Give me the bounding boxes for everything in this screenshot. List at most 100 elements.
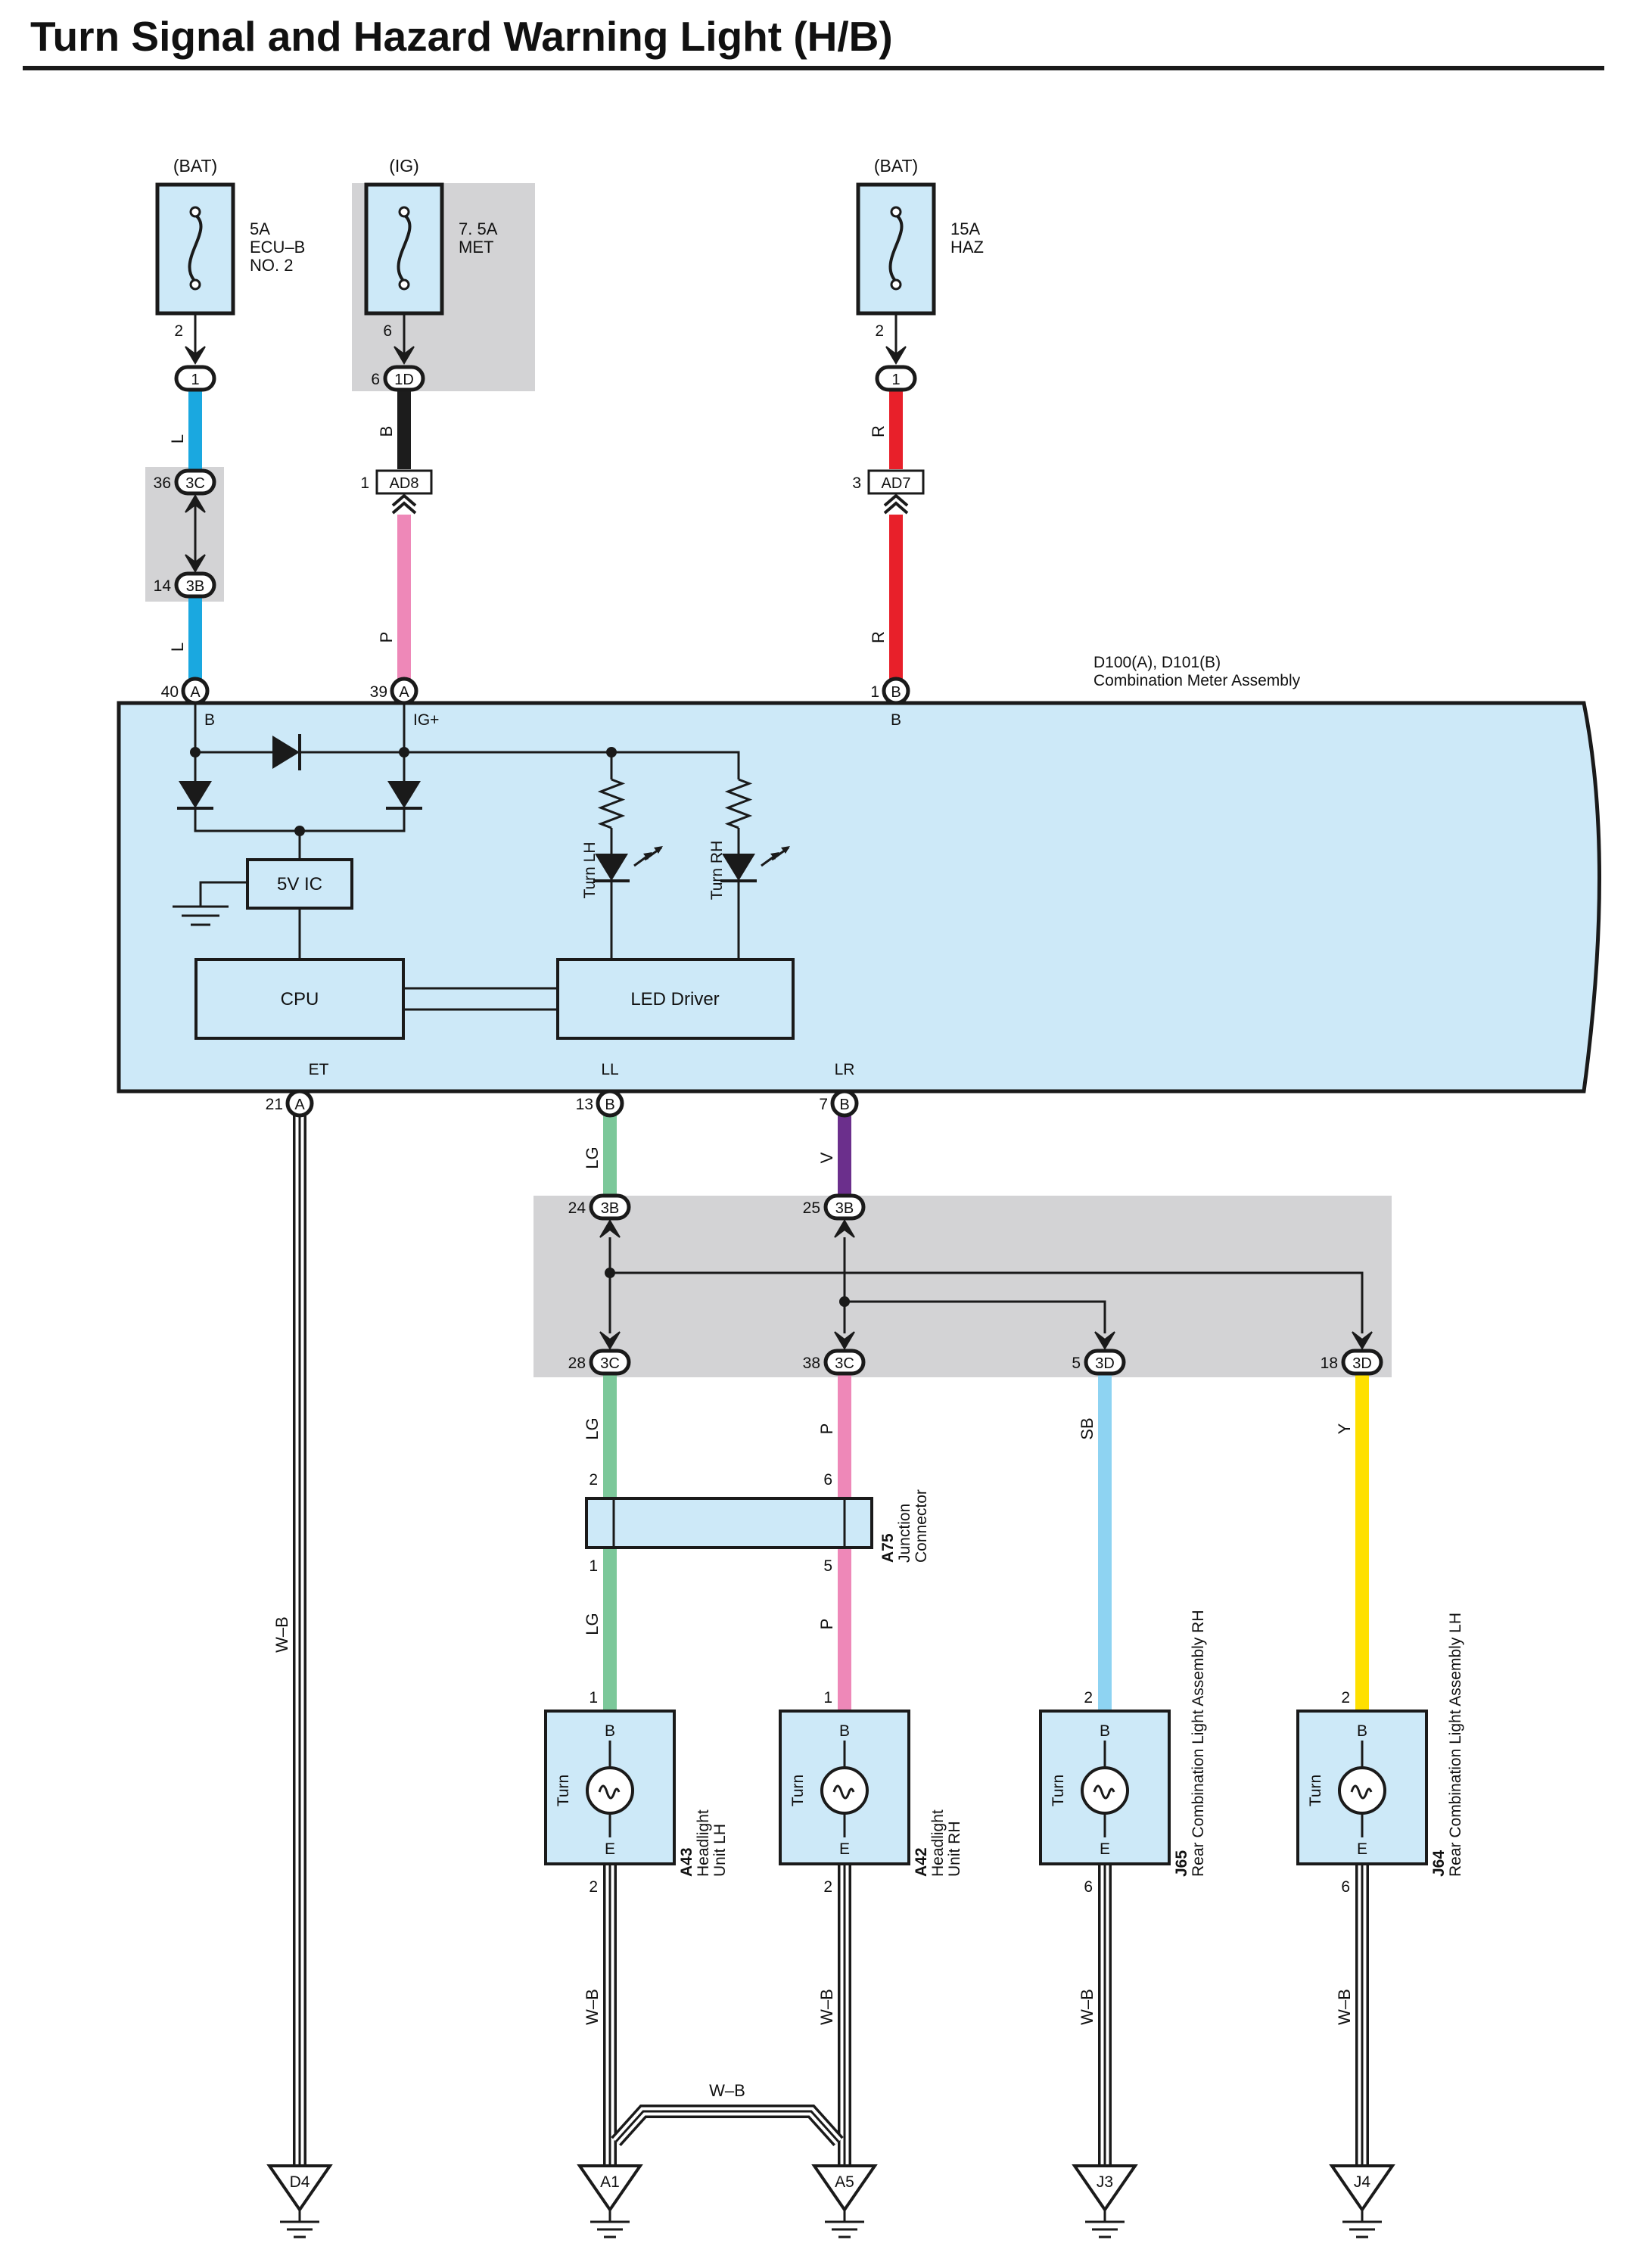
meter-bottom-pin-21	[285, 1089, 314, 1118]
junction-out-pin-2: 5	[1072, 1355, 1081, 1372]
page-title: Turn Signal and Hazard Warning Light (H/…	[30, 13, 893, 60]
meter-bottom-pin-label-0: ET	[309, 1061, 329, 1078]
meter-bottom-pin-label-2: LR	[835, 1061, 855, 1078]
wire-label-et: W–B	[272, 1616, 291, 1653]
junction-out-arrow-0	[599, 1331, 621, 1350]
junction-connector-name: Connector	[913, 1489, 930, 1563]
junction-out-arrow-1	[834, 1331, 855, 1350]
lamp-out-pin-1: 2	[823, 1878, 832, 1896]
meter-top-pin-40-code: A	[190, 684, 201, 701]
fuse-0-terminal	[189, 278, 201, 291]
chevron-ad8-1	[391, 501, 417, 515]
conn-ad7	[867, 469, 925, 495]
conn-3c-upper	[174, 468, 216, 496]
conn-3b-upper	[174, 571, 216, 599]
junction-in-pin-0: 24	[568, 1199, 586, 1217]
lamp-J64-name: Rear Combination Light Assembly LH	[1447, 1613, 1464, 1877]
fuse-name-0: ECU–B	[250, 238, 305, 257]
junction-in-25-code: 3B	[835, 1200, 854, 1217]
meter-bottom-pin-21-code: A	[294, 1097, 305, 1113]
junction-in-pin-1: 25	[803, 1199, 820, 1217]
fuse-0-terminal	[189, 206, 201, 218]
source-supply-0: (BAT)	[173, 156, 217, 176]
diode-b	[179, 781, 212, 808]
ground-J4	[1329, 2164, 1395, 2213]
lamp-J64-bulb	[1338, 1766, 1386, 1815]
node	[839, 1296, 850, 1307]
wire-label-y: Y	[1335, 1423, 1354, 1434]
conn-3b-pin: 14	[154, 577, 172, 595]
lamp-A43-id: A43	[678, 1847, 695, 1877]
junction-out-arrow-2	[1094, 1331, 1115, 1350]
junction-out-18-code: 3D	[1352, 1355, 1372, 1372]
lamp-A42-id: A42	[913, 1847, 930, 1877]
conn-ad8	[375, 469, 433, 495]
bridge-stripe	[614, 2110, 840, 2143]
conn-1-2-code: 1	[891, 372, 900, 388]
conn-1-2	[875, 365, 917, 392]
junction-connector-id: A75	[879, 1533, 897, 1563]
lamp-out-pin-3: 6	[1341, 1878, 1350, 1896]
meter-top-pin-label-2: B	[891, 711, 901, 729]
junction-out-pin-1: 38	[803, 1355, 820, 1372]
wire-label-bridge: W–B	[709, 2081, 745, 2100]
junction-out-pin-0: 28	[568, 1355, 586, 1372]
junction-out-arrow-3	[1352, 1331, 1373, 1350]
junction-out-38-code: 3C	[835, 1355, 854, 1372]
junction-ll-to-y	[610, 1271, 1364, 1333]
wire-label-lr: V	[817, 1152, 836, 1163]
conn-ad8-code: AD8	[390, 475, 419, 492]
conn-1-0	[174, 365, 216, 392]
meter-bottom-pin-13	[596, 1089, 624, 1118]
fuse-arrow-2	[885, 346, 907, 365]
lamp-in-pin-0: 1	[589, 1689, 598, 1706]
lamp-J64-pin-b: B	[1357, 1722, 1367, 1740]
lamp-A43-pin-e: E	[605, 1840, 615, 1858]
lamp-A42-bulb	[820, 1766, 869, 1815]
junction-connector-pin-in-0: 2	[589, 1471, 598, 1489]
ic-ground-lead	[199, 881, 247, 907]
conn-1D-1	[383, 365, 425, 392]
ground-D4	[266, 2164, 333, 2213]
conn-3c-upper-code: 3C	[185, 475, 205, 492]
fuse-name-0: NO. 2	[250, 256, 293, 275]
ground-A1-label: A1	[600, 2173, 620, 2191]
node	[605, 1268, 615, 1278]
wire-label-lg-a: LG	[583, 1417, 602, 1439]
fuse-arrow-0	[185, 346, 206, 365]
junction-connector-pin-out-1: 5	[823, 1557, 832, 1575]
conn-1D-1-code: 1D	[394, 372, 414, 388]
wire-layer	[188, 313, 1369, 2166]
wire-label-b: B	[377, 426, 396, 437]
junction-in-25	[823, 1193, 866, 1221]
chevron-ad7-1	[883, 501, 909, 515]
junction-out-pin-3: 18	[1321, 1355, 1338, 1372]
fuse-name-2: HAZ	[950, 238, 984, 257]
junction-connector-pin-in-1: 6	[823, 1471, 832, 1489]
lamp-A42-pin-e: E	[839, 1840, 850, 1858]
fuse-arrow-1	[394, 346, 415, 365]
meter-bottom-pin-7-code: B	[839, 1097, 849, 1113]
chevron-ad8-0	[391, 493, 417, 507]
fuse-1-element	[397, 213, 412, 283]
meter-bottom-pin-label-1: LL	[601, 1061, 618, 1078]
indicator-resistor-1	[724, 778, 753, 829]
fuse-rating-2: 15A	[950, 219, 980, 238]
wire-label-l-lower: L	[168, 642, 187, 652]
fuse-name-1: MET	[459, 238, 493, 257]
meter-top-pin-label-1: IG+	[413, 711, 439, 729]
meter-top-pin-num-1: 39	[370, 683, 387, 701]
wire-label-l-upper: L	[168, 434, 187, 443]
lamp-J65-name: Rear Combination Light Assembly RH	[1190, 1610, 1207, 1878]
meter-bottom-pin-num-0: 21	[266, 1096, 283, 1113]
fuse-2-element	[888, 213, 904, 283]
fuse-1-terminal	[398, 278, 410, 291]
wire-label-p-b: P	[817, 1619, 836, 1630]
lamp-out-pin-2: 6	[1084, 1878, 1093, 1896]
meter-name: Combination Meter Assembly	[1093, 672, 1301, 689]
indicator-led-0-ray-head	[654, 846, 663, 854]
meter-top-pin-num-2: 1	[870, 683, 879, 701]
fuse-rating-0: 5A	[250, 219, 270, 238]
led-driver-box	[556, 958, 795, 1040]
